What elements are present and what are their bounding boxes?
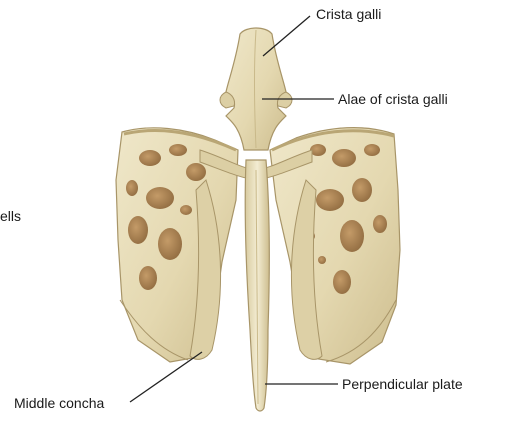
- label-middle-concha: Middle concha: [14, 395, 104, 411]
- label-cut-off-left: ells: [0, 208, 21, 224]
- perpendicular-plate: [245, 160, 269, 411]
- label-perpendicular-plate: Perpendicular plate: [342, 376, 463, 392]
- label-alae-of-crista-galli: Alae of crista galli: [338, 91, 448, 107]
- label-crista-galli: Crista galli: [316, 6, 381, 22]
- crista-galli: [226, 28, 286, 150]
